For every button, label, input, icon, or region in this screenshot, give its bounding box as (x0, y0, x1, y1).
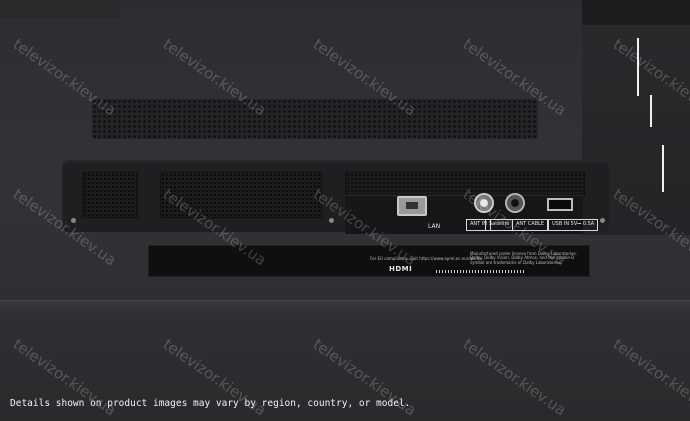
side-port-label-1 (637, 38, 639, 96)
ventilation-grille (92, 99, 538, 139)
eu-compliance-text: For EU compliance, visit https://www.epr… (370, 256, 482, 261)
usb-label: USB IN 5V⎓ 0.5A (548, 219, 599, 231)
screw (600, 218, 605, 223)
bracket-top-block (582, 0, 690, 25)
lower-bezel (0, 300, 690, 421)
speaker-grille-left (82, 172, 138, 218)
connector-panel (345, 195, 583, 234)
side-port-label-2 (650, 95, 652, 127)
hdmi-logo: HDMI (389, 265, 413, 273)
antenna-satellite-port (474, 193, 494, 213)
lan-port (397, 196, 427, 216)
antenna-cable-port (505, 193, 525, 213)
speaker-grille-right (345, 172, 585, 196)
disclaimer-caption: Details shown on product images may vary… (10, 398, 411, 409)
lan-label: LAN (428, 223, 441, 230)
ant-cable-label: ANT CABLE (512, 219, 549, 231)
top-edge-shadow (0, 0, 120, 18)
side-port-label-3 (662, 145, 664, 192)
screw (71, 218, 76, 223)
screw (329, 218, 334, 223)
speaker-grille-middle (160, 172, 322, 218)
ant-in-label: ANT IN (466, 219, 492, 231)
barcode (436, 270, 526, 273)
satellite-label: Satellite (485, 219, 514, 231)
dolby-license-text: Manufactured under license from Dolby La… (470, 251, 577, 265)
usb-port (547, 198, 573, 211)
